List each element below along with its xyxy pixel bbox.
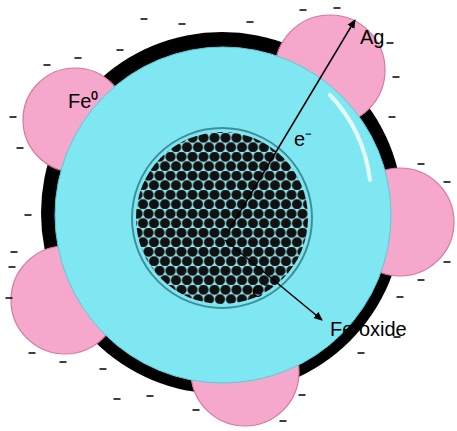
- ag-label: Ag: [360, 26, 384, 48]
- oxide-label: Fe oxide: [330, 318, 407, 340]
- fe-label: Fe⁰: [68, 90, 98, 112]
- electron-label: e⁻: [294, 128, 312, 150]
- negative-charges: [6, 8, 451, 421]
- ag-particles: [11, 15, 454, 426]
- electron-label: e⁻: [252, 279, 270, 301]
- highlight: [330, 95, 370, 180]
- electron-arrows: [225, 20, 355, 320]
- core-dots: [130, 126, 314, 310]
